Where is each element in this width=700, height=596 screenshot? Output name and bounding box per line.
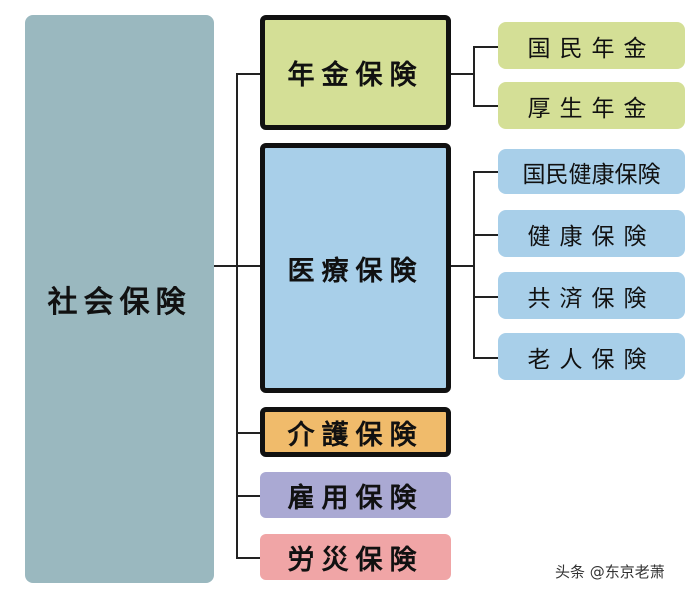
leaf-national-health-insurance: 国民健康保険 (498, 149, 685, 194)
leaf-label: 国民健康保険 (522, 161, 661, 188)
leaf-label: 老人保険 (527, 346, 656, 373)
connector-pension-spine (473, 46, 475, 107)
leaf-mutual-aid-insurance: 共済保険 (498, 272, 685, 319)
connector-to-employment (236, 495, 260, 497)
category-employment-insurance: 雇用保険 (260, 472, 451, 518)
connector-medical-stub (451, 265, 475, 267)
category-medical-insurance: 医療保険 (260, 143, 451, 393)
category-label: 医療保険 (287, 255, 424, 287)
leaf-label: 国民年金 (527, 35, 656, 62)
connector-to-national-health (473, 171, 498, 173)
leaf-label: 健康保険 (527, 223, 656, 250)
category-pension-insurance: 年金保険 (260, 15, 451, 130)
leaf-health-insurance: 健康保険 (498, 210, 685, 257)
leaf-national-pension: 国民年金 (498, 22, 685, 69)
category-label: 労災保険 (287, 544, 424, 576)
connector-root-stub (214, 265, 238, 267)
connector-to-mutual-aid (473, 296, 498, 298)
connector-to-nursing (236, 432, 260, 434)
category-label: 年金保険 (287, 60, 424, 91)
leaf-label: 厚生年金 (527, 95, 656, 122)
watermark-text: 头条 @东京老萧 (555, 563, 665, 581)
connector-medical-spine (473, 171, 475, 359)
connector-main-spine (236, 73, 238, 559)
leaf-label: 共済保険 (527, 285, 656, 312)
leaf-employees-pension: 厚生年金 (498, 82, 685, 129)
leaf-elderly-insurance: 老人保険 (498, 333, 685, 380)
category-workers-compensation-insurance: 労災保険 (260, 534, 451, 580)
category-label: 介護保険 (287, 419, 424, 451)
connector-to-medical (236, 265, 260, 267)
root-node-label: 社会保険 (47, 285, 192, 320)
category-nursing-care-insurance: 介護保険 (260, 407, 451, 457)
category-label: 雇用保険 (287, 482, 424, 514)
connector-to-workers-comp (236, 557, 260, 559)
connector-to-elderly (473, 357, 498, 359)
connector-pension-stub (451, 73, 475, 75)
connector-to-employees-pension (473, 105, 498, 107)
root-node-social-insurance: 社会保険 (25, 15, 214, 583)
connector-to-health (473, 234, 498, 236)
connector-to-pension (236, 73, 260, 75)
connector-to-national-pension (473, 46, 498, 48)
